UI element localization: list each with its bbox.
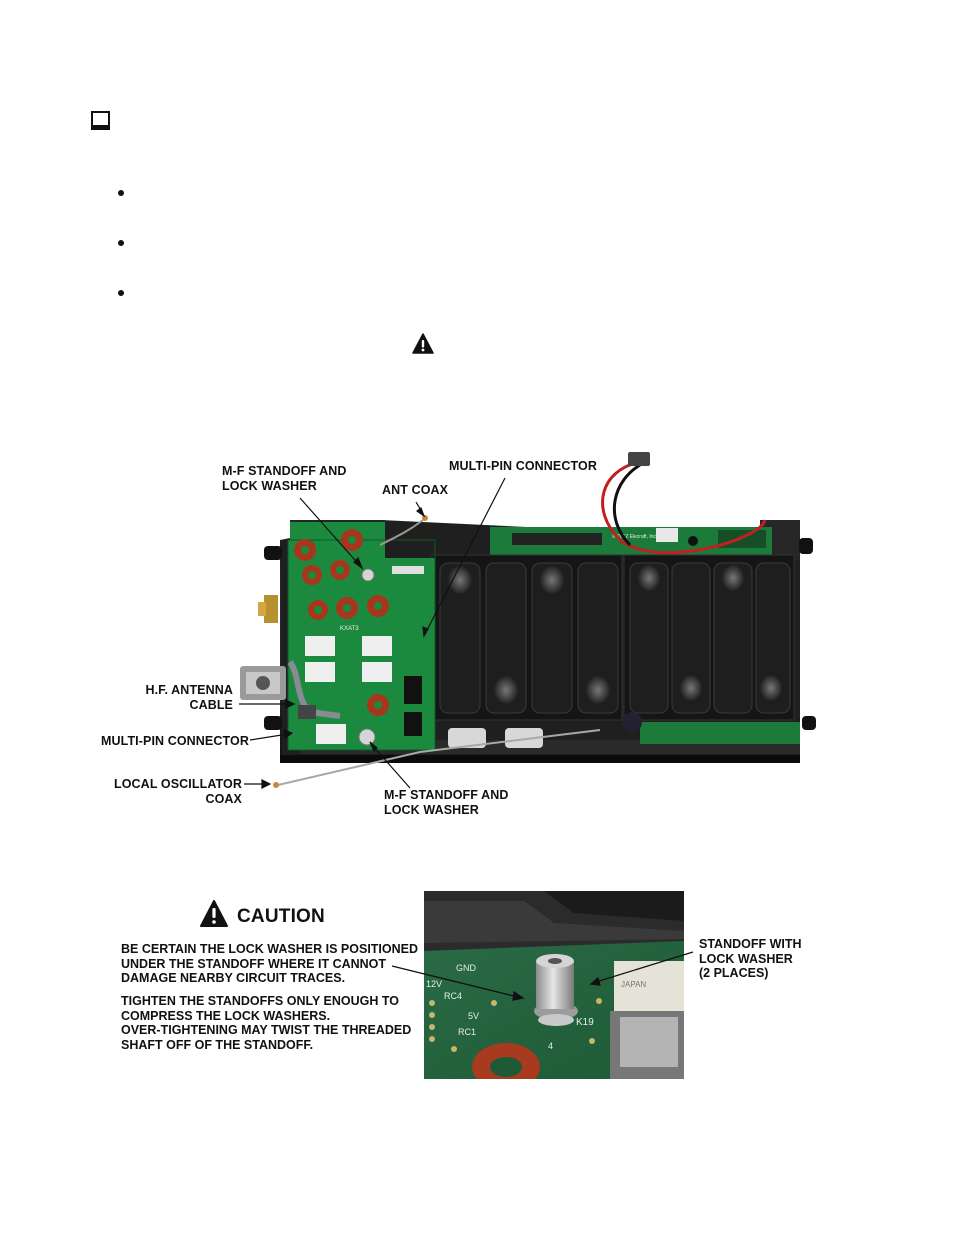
callout-arrows — [239, 477, 506, 789]
label-multipin-left: MULTI-PIN CONNECTOR — [101, 734, 249, 748]
battery-holder-1 — [431, 554, 623, 721]
mf-standoff-bottom — [358, 728, 376, 746]
warning-icon — [412, 333, 434, 354]
caution-warning-icon — [200, 900, 228, 927]
control-board: © 2012 Elecraft, Inc. — [490, 527, 772, 555]
relay-component — [614, 961, 684, 1011]
standoff — [534, 954, 578, 1026]
bullet-1 — [118, 190, 124, 196]
top-plug — [628, 452, 650, 466]
label-multipin-top: MULTI-PIN CONNECTOR — [449, 459, 597, 473]
pcb-marking: KXAT3 — [340, 626, 359, 632]
bullet-3 — [118, 290, 124, 296]
assembly-photo: © 2012 Elecraft, Inc. — [239, 452, 816, 789]
caution-para-1: BE CERTAIN THE LOCK WASHER IS POSITIONED… — [121, 942, 419, 986]
sma-connector — [258, 595, 278, 623]
battery-holder-2 — [623, 554, 795, 721]
local-oscillator-coax-cable — [277, 729, 601, 786]
toroid-closeup — [472, 1043, 540, 1079]
relay-marking: JAPAN — [621, 980, 646, 989]
ferrite-1 — [448, 728, 486, 748]
mf-standoff-top — [361, 568, 375, 582]
capacitor — [622, 712, 642, 732]
caution-title: CAUTION — [237, 906, 325, 927]
bullet-2 — [118, 240, 124, 246]
solder-pads — [429, 998, 602, 1052]
tray-knobs — [264, 538, 816, 730]
bnc-connector — [240, 666, 286, 700]
silk-k19: K19 — [576, 1017, 594, 1028]
step-checkbox[interactable] — [91, 111, 110, 130]
ferrite-2 — [505, 728, 543, 748]
toroids — [294, 529, 389, 716]
silk-rc1: RC1 — [458, 1027, 476, 1037]
silk-12v: 12V — [426, 979, 442, 989]
ant-coax-cable — [379, 519, 424, 546]
silk-rc4: RC4 — [444, 991, 462, 1001]
silk-5v: 5V — [468, 1011, 479, 1021]
board-copyright: © 2012 Elecraft, Inc. — [612, 533, 657, 540]
relays — [305, 636, 392, 744]
silk-pin-4: 4 — [548, 1041, 553, 1051]
kxat3-board: KXAT3 — [287, 522, 436, 751]
label-ant-coax: ANT COAX — [382, 483, 449, 497]
closeup-callout-arrows — [391, 951, 694, 1001]
lower-board — [640, 722, 800, 744]
silk-gnd: GND — [456, 963, 477, 973]
